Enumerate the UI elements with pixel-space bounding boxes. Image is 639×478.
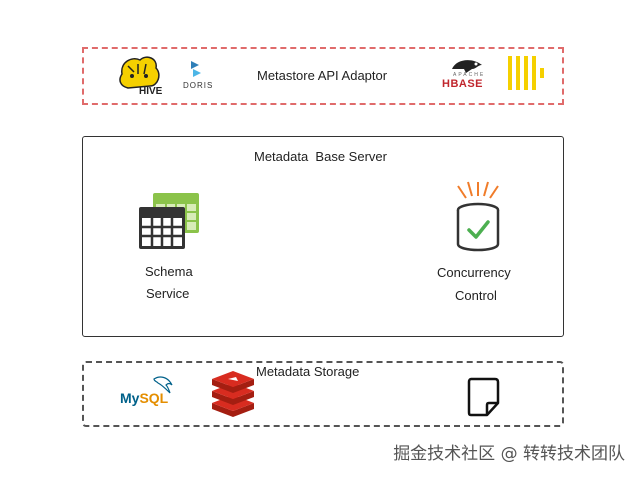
- database-check-icon: [456, 181, 500, 252]
- mysql-sql-text: SQL: [139, 390, 169, 406]
- hbase-orca-icon: [452, 60, 482, 73]
- mysql-logo-text: MySQL: [120, 390, 168, 406]
- schema-label-line1: Schema: [145, 264, 193, 279]
- metastore-api-adaptor-box: [82, 47, 564, 105]
- metadata-base-server-box: [82, 136, 564, 337]
- concurrency-label-line2: Control: [455, 288, 497, 303]
- table-grid-icon: [139, 193, 199, 249]
- doris-logo-icon: [191, 61, 201, 77]
- hbase-logo-text: HBASE: [442, 78, 484, 90]
- hive-bee-icon: [119, 56, 160, 89]
- document-icon: [467, 377, 500, 417]
- storage-title: Metadata Storage: [256, 364, 360, 379]
- clickhouse-bars-icon: [508, 56, 544, 90]
- watermark-text: 掘金技术社区 @ 转转技术团队: [393, 444, 625, 464]
- schema-label-line2: Service: [146, 286, 190, 301]
- metadata-storage-box: [82, 361, 564, 427]
- concurrency-label-line1: Concurrency: [437, 265, 511, 280]
- redis-stack-icon: [212, 371, 254, 417]
- mysql-my-text: My: [120, 390, 140, 406]
- server-title: Metadata Base Server: [254, 149, 387, 164]
- adaptor-title: Metastore API Adaptor: [257, 68, 388, 83]
- mysql-dolphin-icon: [153, 376, 173, 394]
- hive-logo-text: HIVE: [139, 86, 163, 97]
- doris-logo-text: DORIS: [183, 81, 214, 90]
- hbase-prefix-text: APACHE: [453, 72, 486, 78]
